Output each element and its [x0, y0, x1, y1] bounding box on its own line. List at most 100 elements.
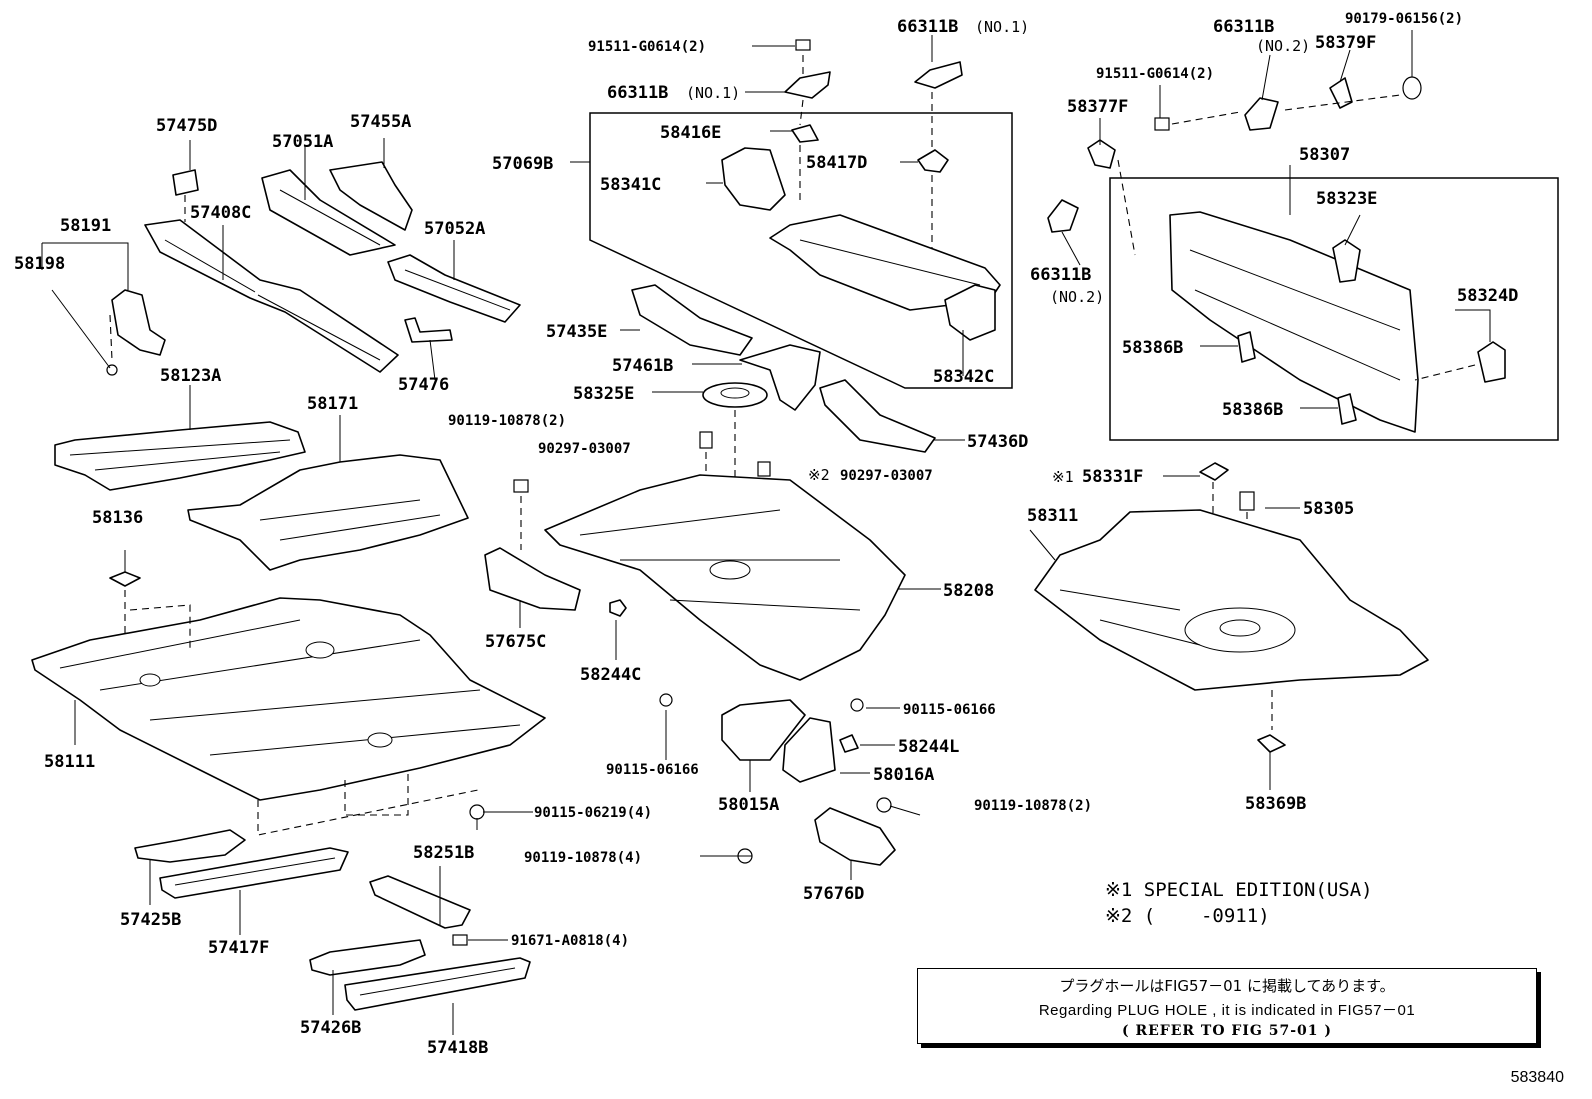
part-58016a: [782, 717, 836, 783]
label-90297-mark: ※2: [808, 466, 830, 484]
part-58307: [1169, 211, 1419, 433]
part-57408c: [144, 219, 399, 373]
label-90115-06219: 90115-06219(4): [534, 805, 652, 821]
label-66311b-no2-top-suffix: (NO.2): [1256, 37, 1310, 55]
label-58341c: 58341C: [600, 175, 661, 195]
part-58111: [31, 597, 546, 836]
label-66311b-no2-suffix: (NO.2): [1050, 288, 1104, 306]
label-58244l: 58244L: [898, 737, 959, 757]
label-57476: 57476: [398, 375, 449, 395]
label-58386b-b: 58386B: [1222, 400, 1283, 420]
label-58171: 58171: [307, 394, 358, 414]
part-58342c: [944, 284, 996, 341]
label-57676d: 57676D: [803, 884, 864, 904]
footnote-1: ※1 SPECIAL EDITION(USA): [1105, 879, 1373, 901]
label-57436d: 57436D: [967, 432, 1028, 452]
part-57435e: [631, 284, 753, 356]
label-58369b: 58369B: [1245, 794, 1306, 814]
label-57408c: 57408C: [190, 203, 251, 223]
refer-box: プラグホールはFIG57－01 に掲載してあります。 Regarding PLU…: [917, 968, 1537, 1044]
label-58015a: 58015A: [718, 795, 779, 815]
bracket-66311b-no1-a: [784, 71, 831, 126]
label-66311b-no1-suffix: (NO.1): [686, 84, 740, 102]
part-58377f: [1087, 139, 1136, 256]
label-90297-03007-b: 90297-03007: [840, 468, 933, 484]
refer-japanese: プラグホールはFIG57－01 に掲載してあります。: [1059, 977, 1395, 995]
fastener-91671-a0818: [452, 934, 468, 946]
part-57426b: [309, 939, 426, 976]
label-57461b: 57461B: [612, 356, 673, 376]
part-58341c: [721, 147, 786, 211]
label-90119-10878-a: 90119-10878(2): [448, 413, 566, 429]
label-58305: 58305: [1303, 499, 1354, 519]
bracket-66311b-no2-b: [1047, 199, 1079, 233]
part-58323e: [1332, 239, 1361, 283]
label-57475d: 57475D: [156, 116, 217, 136]
fastener-90119-10878-b: [876, 797, 892, 813]
part-58244c: [609, 599, 627, 617]
refer-english: Regarding PLUG HOLE , it is indicated in…: [1038, 1002, 1416, 1019]
part-57418b: [344, 957, 531, 1011]
part-57476: [404, 317, 453, 343]
label-90297-03007-a: 90297-03007: [538, 441, 631, 457]
part-58136: [109, 571, 141, 660]
label-57425b: 57425B: [120, 910, 181, 930]
label-57675c: 57675C: [485, 632, 546, 652]
part-58244l: [839, 734, 859, 753]
part-58015a: [721, 699, 806, 761]
label-58016a: 58016A: [873, 765, 934, 785]
label-58307: 58307: [1299, 145, 1350, 165]
part-57051a: [261, 169, 396, 256]
part-58123a: [54, 421, 306, 491]
part-57461b: [739, 344, 821, 411]
label-66311b-no1: 66311B: [607, 83, 668, 103]
label-90115-06166-b: 90115-06166: [606, 762, 699, 778]
label-66311b-no1-top: 66311B: [897, 17, 958, 37]
label-66311b-no2-top: 66311B: [1213, 17, 1274, 37]
label-58251b: 58251B: [413, 843, 474, 863]
bracket-66311b-no1-b: [914, 61, 963, 150]
assembly-box-57069b: [589, 112, 1013, 389]
part-58386b-b: [1337, 393, 1357, 425]
assembly-box-58307: [1109, 177, 1559, 441]
part-57425b: [134, 829, 246, 863]
label-58379f: 58379F: [1315, 33, 1376, 53]
label-57052a: 57052A: [424, 219, 485, 239]
part-57436d: [819, 379, 936, 453]
diagram-id: 583840: [1510, 1069, 1564, 1086]
label-58111: 58111: [44, 752, 95, 772]
part-58416e: [791, 124, 819, 205]
label-58324d: 58324D: [1457, 286, 1518, 306]
label-58136: 58136: [92, 508, 143, 528]
label-57418b: 57418B: [427, 1038, 488, 1058]
part-58369b: [1257, 734, 1286, 753]
part-58324d: [1414, 341, 1506, 383]
label-58191: 58191: [60, 216, 111, 236]
label-58123a: 58123A: [160, 366, 221, 386]
footnotes: ※1 SPECIAL EDITION(USA) ※2 ( -0911): [1105, 877, 1435, 929]
label-57455a: 57455A: [350, 112, 411, 132]
label-57426b: 57426B: [300, 1018, 361, 1038]
label-58416e: 58416E: [660, 123, 721, 143]
label-90115-06166-a: 90115-06166: [903, 702, 996, 718]
fastener-90119-10878-a: [513, 479, 529, 550]
label-90119-10878-c: 90119-10878(4): [524, 850, 642, 866]
label-58208: 58208: [943, 581, 994, 601]
fastener-90115-06219: [469, 804, 485, 830]
part-58379f: [1284, 77, 1401, 111]
label-91511-g0614-a: 91511-G0614(2): [588, 39, 706, 55]
fastener-90179-06156: [1402, 76, 1422, 100]
part-58417d: [917, 149, 949, 260]
label-57417f: 57417F: [208, 938, 269, 958]
label-66311b-no1-top-suffix: (NO.1): [975, 18, 1029, 36]
part-58325e: [702, 382, 768, 560]
part-58251b: [369, 875, 471, 929]
part-58208: [544, 474, 906, 681]
label-90179-06156: 90179-06156(2): [1345, 11, 1463, 27]
part-57475d: [172, 169, 199, 222]
fastener-90115-06166-b: [659, 693, 673, 707]
label-57069b: 57069B: [492, 154, 553, 174]
label-58377f: 58377F: [1067, 97, 1128, 117]
label-91511-g0614-b: 91511-G0614(2): [1096, 66, 1214, 82]
